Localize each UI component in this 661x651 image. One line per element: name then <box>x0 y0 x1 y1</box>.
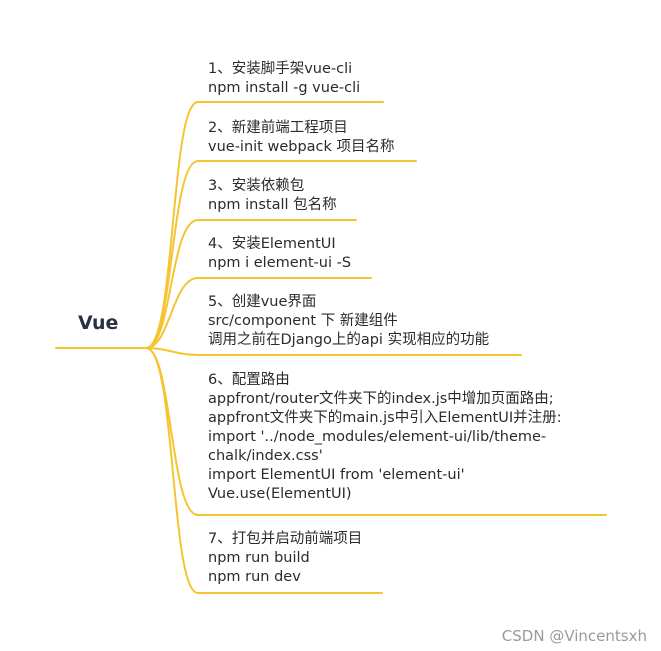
node-line: 1、安装脚手架vue-cli <box>208 61 353 77</box>
node-install-elementui: 4、安装ElementUI npm i element-ui -S <box>208 235 351 273</box>
branch-3 <box>145 219 357 349</box>
node-line: npm install -g vue-cli <box>208 80 361 96</box>
branch-4 <box>145 277 372 349</box>
node-line: 2、新建前端工程项目 <box>208 120 348 136</box>
node-line: 5、创建vue界面 <box>208 294 317 310</box>
branch-7 <box>145 347 383 594</box>
node-line: appfront/router文件夹下的index.js中增加页面路由; <box>208 391 554 407</box>
node-line: 7、打包并启动前端项目 <box>208 531 363 547</box>
branch-2 <box>145 160 417 349</box>
branch-5 <box>145 347 522 356</box>
node-config-router: 6、配置路由 appfront/router文件夹下的index.js中增加页面… <box>208 371 562 504</box>
node-line: 调用之前在Django上的api 实现相应的功能 <box>208 332 490 348</box>
node-line: 4、安装ElementUI <box>208 236 336 252</box>
node-line: npm run dev <box>208 569 301 585</box>
node-line: 3、安装依赖包 <box>208 178 305 194</box>
node-line: chalk/index.css' <box>208 448 323 464</box>
node-line: appfront文件夹下的main.js中引入ElementUI并注册: <box>208 410 562 426</box>
node-new-project: 2、新建前端工程项目 vue-init webpack 项目名称 <box>208 119 395 157</box>
node-line: src/component 下 新建组件 <box>208 313 398 329</box>
node-line: vue-init webpack 项目名称 <box>208 139 395 155</box>
node-line: npm install 包名称 <box>208 197 337 213</box>
node-line: npm i element-ui -S <box>208 255 352 271</box>
node-line: npm run build <box>208 550 310 566</box>
root-topic: Vue <box>78 312 119 334</box>
node-build-run: 7、打包并启动前端项目 npm run build npm run dev <box>208 530 362 587</box>
node-install-deps: 3、安装依赖包 npm install 包名称 <box>208 177 337 215</box>
node-line: Vue.use(ElementUI) <box>208 486 352 502</box>
node-line: 6、配置路由 <box>208 372 290 388</box>
node-line: import '../node_modules/element-ui/lib/t… <box>208 429 547 445</box>
watermark: CSDN @Vincentsxh <box>501 627 647 645</box>
node-line: import ElementUI from 'element-ui' <box>208 467 465 483</box>
node-create-ui: 5、创建vue界面 src/component 下 新建组件 调用之前在Djan… <box>208 293 489 350</box>
node-install-vue-cli: 1、安装脚手架vue-cli npm install -g vue-cli <box>208 60 360 98</box>
